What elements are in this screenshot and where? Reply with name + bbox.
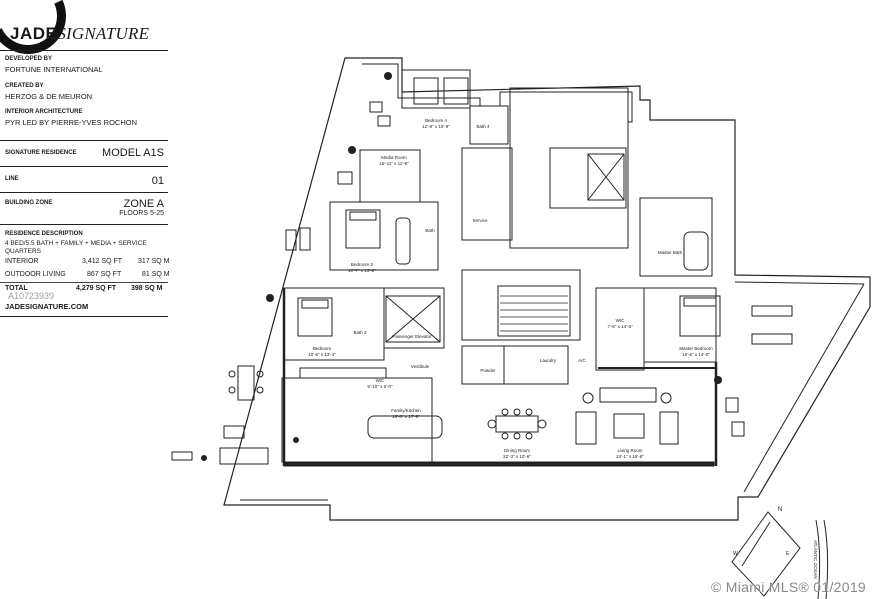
brand-logo: JADESIGNATURE bbox=[10, 24, 150, 43]
listing-id: A10723939 bbox=[8, 291, 55, 301]
room-label: A/C bbox=[578, 358, 586, 363]
room-label: Vestibule bbox=[410, 364, 430, 369]
room-label: Bath bbox=[425, 228, 435, 233]
room-label: Service bbox=[472, 218, 488, 223]
stairs bbox=[500, 295, 568, 332]
line-value: 01 bbox=[151, 175, 164, 187]
description-line-2: QUARTERS bbox=[5, 248, 41, 255]
floors-value: FLOORS 5-25 bbox=[119, 210, 164, 217]
terrace-chairs bbox=[285, 101, 391, 251]
dining-table bbox=[487, 408, 547, 440]
compass-e: E bbox=[786, 551, 790, 557]
building-outline bbox=[223, 57, 871, 521]
terrace-sofa bbox=[171, 425, 269, 465]
divider bbox=[0, 140, 168, 141]
created-by-value: HERZOG & DE MEURON bbox=[5, 92, 93, 101]
room-label: Laundry bbox=[539, 358, 557, 363]
divider bbox=[0, 316, 168, 317]
street-label: ATLANTIC OCEAN bbox=[813, 540, 818, 579]
room-label: Powder bbox=[480, 368, 496, 373]
divider bbox=[0, 50, 168, 51]
room-label: Bath 4 bbox=[476, 124, 490, 129]
compass-n: N bbox=[778, 507, 783, 513]
compass bbox=[731, 511, 829, 599]
bathtub bbox=[683, 231, 709, 271]
bathtub bbox=[395, 217, 411, 265]
created-by-label: CREATED BY bbox=[5, 83, 44, 89]
divider bbox=[0, 166, 168, 167]
bed-4 bbox=[413, 77, 469, 105]
model-value: MODEL A1S bbox=[102, 147, 164, 159]
interior-architecture-value: PYR LED BY PIERRE-YVES ROCHON bbox=[5, 118, 137, 127]
bed-2 bbox=[297, 297, 333, 337]
mls-watermark: © Miami MLS® 01/2019 bbox=[710, 579, 866, 595]
terrace-loungers bbox=[725, 305, 793, 437]
room-label: Master Bath bbox=[657, 250, 683, 255]
description-line-1: 4 BED/5.5 BATH + FAMILY + MEDIA + SERVIC… bbox=[5, 240, 147, 247]
divider bbox=[0, 192, 168, 193]
bed-3 bbox=[345, 209, 381, 249]
developed-by-value: FORTUNE INTERNATIONAL bbox=[5, 65, 103, 74]
website: JADESIGNATURE.COM bbox=[5, 302, 89, 311]
line-label: LINE bbox=[5, 176, 19, 182]
divider bbox=[0, 224, 168, 225]
compass-w: W bbox=[733, 551, 738, 557]
room-label: Passenger Elevator bbox=[392, 334, 432, 339]
residence-label: SIGNATURE RESIDENCE bbox=[5, 150, 77, 156]
living-sofa bbox=[575, 387, 679, 445]
info-panel: JADESIGNATURE DEVELOPED BY FORTUNE INTER… bbox=[0, 0, 172, 599]
terrace-table bbox=[228, 365, 264, 401]
divider bbox=[0, 282, 168, 283]
building-zone-label: BUILDING ZONE bbox=[5, 200, 53, 206]
kitchen-island bbox=[299, 367, 443, 439]
service-elevator bbox=[587, 153, 625, 201]
plants bbox=[201, 72, 722, 461]
interior-architecture-label: INTERIOR ARCHITECTURE bbox=[5, 109, 83, 115]
zone-value: ZONE A bbox=[123, 198, 164, 210]
description-label: RESIDENCE DESCRIPTION bbox=[5, 231, 83, 237]
room-label: Bath 2 bbox=[353, 330, 367, 335]
bed-master bbox=[679, 295, 721, 337]
passenger-elevator bbox=[385, 295, 441, 343]
floor-plan bbox=[171, 57, 871, 599]
developed-by-label: DEVELOPED BY bbox=[5, 56, 53, 62]
